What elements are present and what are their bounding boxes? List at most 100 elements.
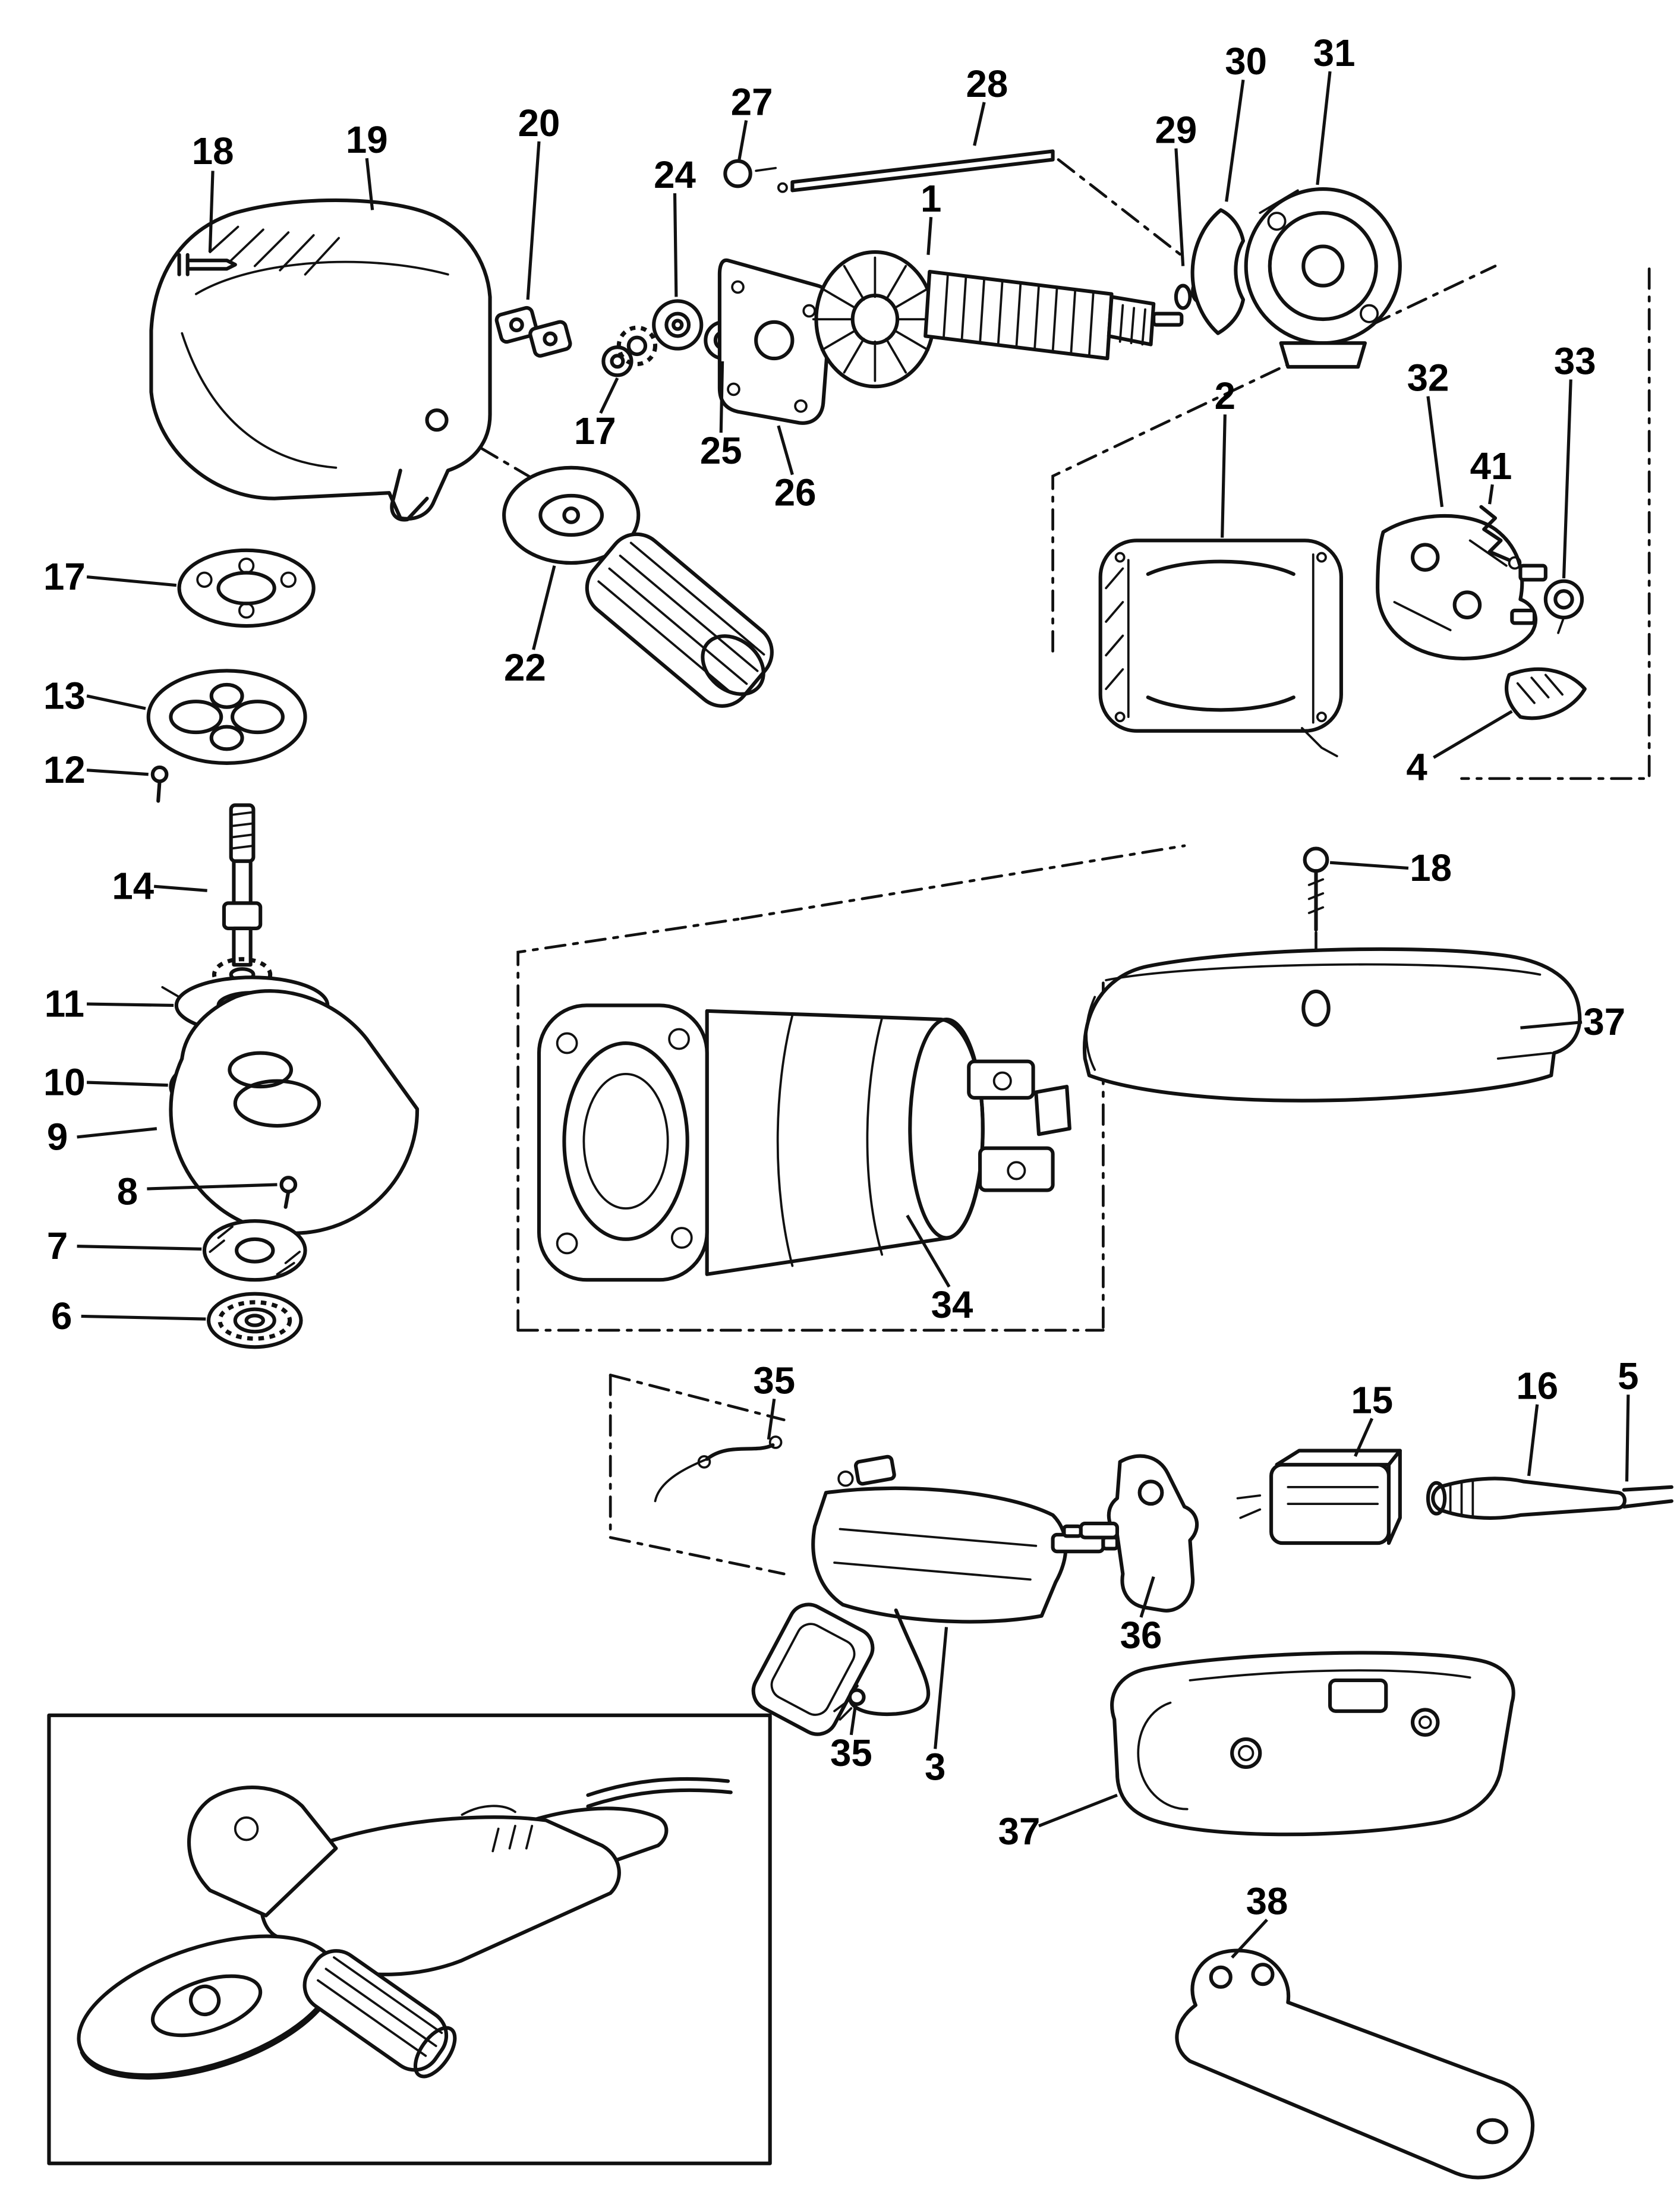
leader-line-11 xyxy=(87,1002,174,1007)
leader-line-10 xyxy=(86,1081,168,1087)
terminal-blocks-drawing xyxy=(494,306,572,358)
leader-line-32 xyxy=(1426,396,1444,508)
leader-line-31 xyxy=(1316,71,1332,185)
fan-baffle-drawing xyxy=(1190,208,1246,335)
part-label-2: 2 xyxy=(1215,375,1235,417)
wire-terminal-35b-drawing xyxy=(833,1688,866,1721)
part-label-12: 12 xyxy=(43,749,86,791)
part-label-11: 11 xyxy=(45,983,84,1025)
leader-line-30 xyxy=(1225,79,1245,202)
leader-line-37a xyxy=(1520,1021,1583,1029)
part-label-9: 9 xyxy=(47,1116,68,1158)
part-label-7: 7 xyxy=(47,1225,68,1267)
leader-line-17b xyxy=(86,575,177,587)
leader-line-38 xyxy=(1231,1919,1268,1959)
power-cord-drawing xyxy=(1622,1485,1673,1509)
part-label-38: 38 xyxy=(1246,1881,1288,1923)
part-label-32: 32 xyxy=(1407,357,1449,399)
wheel-guard-drawing xyxy=(169,989,420,1235)
part-label-19: 19 xyxy=(346,119,388,161)
spanner-wrench-drawing xyxy=(1175,1948,1535,2180)
cord-protector-drawing xyxy=(1426,1476,1627,1520)
screw-18b-drawing xyxy=(1303,846,1329,932)
leader-line-2 xyxy=(1221,414,1227,538)
lock-washers-drawing xyxy=(601,325,658,377)
part-label-22: 22 xyxy=(504,647,546,689)
lead-wire-35a-drawing xyxy=(654,1435,783,1503)
part-label-28: 28 xyxy=(966,63,1008,105)
bearing-24-drawing xyxy=(652,299,704,351)
side-handle-drawing xyxy=(502,465,774,708)
leader-line-22 xyxy=(532,565,556,650)
part-label-4: 4 xyxy=(1406,746,1427,788)
part-label-6: 6 xyxy=(51,1295,72,1337)
field-stator-drawing xyxy=(1098,539,1343,758)
part-label-34: 34 xyxy=(931,1284,973,1326)
cover-plate-13-drawing xyxy=(146,669,307,765)
leader-line-14 xyxy=(153,884,207,892)
part-label-1: 1 xyxy=(921,178,941,220)
part-label-16: 16 xyxy=(1516,1365,1558,1408)
part-label-18a: 18 xyxy=(192,130,234,172)
clamp-nut-6-drawing xyxy=(206,1292,303,1349)
part-label-3: 3 xyxy=(925,1746,945,1788)
part-label-27: 27 xyxy=(731,81,773,123)
leader-line-35b xyxy=(849,1705,857,1736)
leader-line-29 xyxy=(1174,148,1185,266)
part-label-17b: 17 xyxy=(43,556,86,598)
inner-flange-7-drawing xyxy=(202,1219,307,1282)
suppressor-module-drawing xyxy=(1236,1449,1402,1545)
leader-line-15 xyxy=(1354,1418,1374,1457)
part-label-33: 33 xyxy=(1554,340,1596,382)
switch-actuator-drawing xyxy=(1062,1454,1199,1613)
part-label-8: 8 xyxy=(117,1170,138,1213)
ring-33-drawing xyxy=(1543,579,1584,634)
bearing-holder-drawing xyxy=(1244,187,1402,369)
baffle-plate-drawing xyxy=(717,258,833,425)
part-label-10: 10 xyxy=(43,1062,86,1104)
leader-line-26 xyxy=(777,425,794,476)
leader-line-6 xyxy=(81,1314,206,1321)
part-label-25: 25 xyxy=(700,430,742,472)
leader-line-13 xyxy=(86,694,146,710)
leader-lines xyxy=(77,71,1630,1959)
leader-line-4 xyxy=(1433,710,1513,759)
armature-drawing xyxy=(812,250,1184,389)
spring-clip-drawing xyxy=(1479,505,1522,570)
part-label-15: 15 xyxy=(1351,1379,1393,1421)
screw-8-drawing xyxy=(279,1176,298,1209)
switch-assembly-drawing xyxy=(751,1454,1120,1736)
brush-cover-drawing xyxy=(1504,667,1587,720)
leader-line-37b xyxy=(1038,1793,1118,1828)
leader-line-9 xyxy=(77,1127,157,1139)
part-label-29: 29 xyxy=(1155,109,1197,152)
part-label-20: 20 xyxy=(518,102,560,144)
lower-rear-cover-drawing xyxy=(1110,1651,1515,1837)
part-label-36: 36 xyxy=(1120,1614,1162,1657)
leader-line-25 xyxy=(719,361,724,433)
part-label-14: 14 xyxy=(112,865,154,908)
motor-housing-drawing xyxy=(537,1003,1071,1282)
part-label-5: 5 xyxy=(1618,1355,1638,1397)
leader-line-3 xyxy=(934,1627,948,1749)
assembled-grinder-inset xyxy=(47,1713,772,2165)
part-label-37b: 37 xyxy=(998,1811,1041,1853)
clamp-washer-17b-drawing xyxy=(177,548,316,628)
part-label-35b: 35 xyxy=(830,1732,872,1774)
leader-line-24 xyxy=(673,193,678,297)
leader-line-20 xyxy=(526,141,541,300)
part-label-31: 31 xyxy=(1313,32,1356,74)
leader-line-1 xyxy=(926,216,933,255)
leader-line-27 xyxy=(737,120,748,160)
through-bolt-drawing xyxy=(777,149,1055,193)
leader-line-18a xyxy=(208,171,215,253)
part-label-24: 24 xyxy=(654,154,696,196)
leader-line-41 xyxy=(1488,484,1494,505)
leader-line-19 xyxy=(365,158,374,210)
part-label-17a: 17 xyxy=(574,410,616,452)
gear-housing-drawing xyxy=(149,198,492,522)
part-label-30: 30 xyxy=(1225,40,1267,83)
